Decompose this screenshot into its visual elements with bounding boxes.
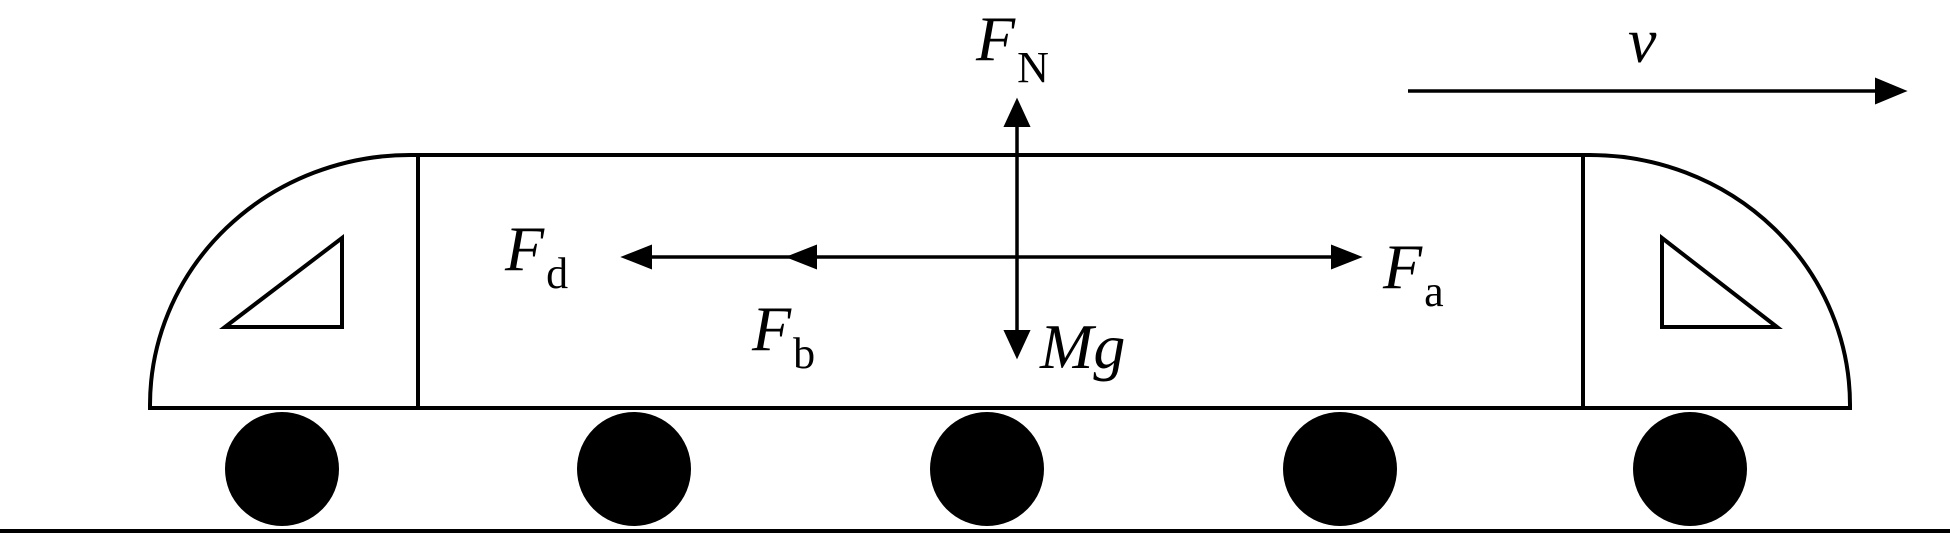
applied-force-label: F a xyxy=(1382,231,1444,316)
brake-force-label: F b xyxy=(751,293,815,378)
drag-force-arrowhead xyxy=(620,244,652,270)
train-right-nose xyxy=(1583,153,1852,410)
weight-arrowhead xyxy=(1003,330,1031,360)
brake-force-arrowhead xyxy=(785,244,817,270)
weight-label: Mg xyxy=(1039,311,1125,382)
wheel xyxy=(930,412,1044,526)
normal-force-label: F N xyxy=(975,3,1049,92)
right-window xyxy=(1660,233,1783,329)
wheel xyxy=(1283,412,1397,526)
velocity-label: v xyxy=(1628,5,1657,76)
drag-force-label: F d xyxy=(504,213,568,298)
wheel xyxy=(225,412,339,526)
wheel xyxy=(577,412,691,526)
velocity-arrowhead xyxy=(1875,77,1908,105)
train-carriage xyxy=(416,153,1585,410)
normal-force-arrowhead xyxy=(1003,97,1031,127)
applied-force-arrowhead xyxy=(1331,244,1363,270)
left-window xyxy=(219,233,344,329)
train-left-nose xyxy=(148,153,418,410)
wheel xyxy=(1633,412,1747,526)
